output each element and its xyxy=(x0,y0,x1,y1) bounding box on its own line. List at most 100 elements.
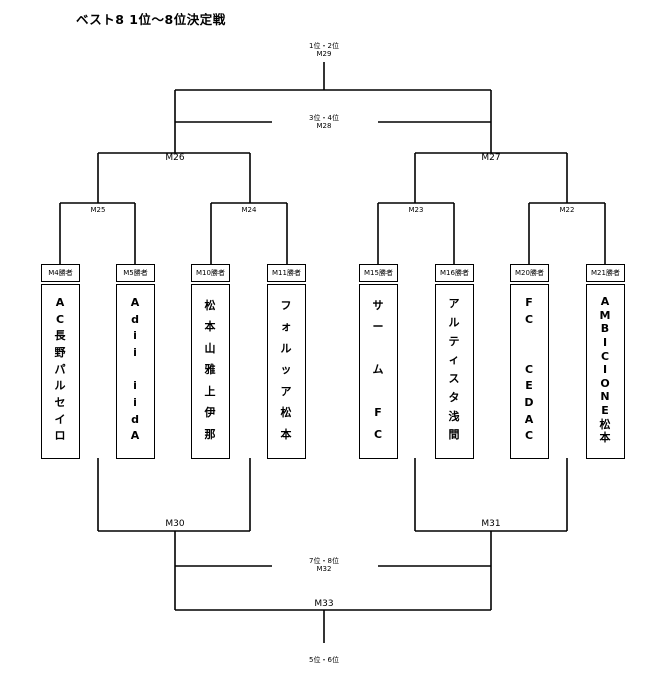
team-name-char: i xyxy=(133,345,137,359)
rank-label: 1位・2位 xyxy=(309,42,339,50)
team-name-char: 本 xyxy=(599,431,611,445)
team-name: アルティスタ浅間 xyxy=(436,295,472,445)
team-name-char: ッ xyxy=(280,363,292,377)
team-name-char: C xyxy=(524,362,534,376)
team-name-char: C xyxy=(524,312,534,326)
rank-label-5-6: 5位・6位 xyxy=(309,656,339,664)
team-name: 松本山雅上伊那 xyxy=(192,295,228,445)
team-name-char: ル xyxy=(448,315,460,329)
match-label-m33: M33 xyxy=(314,599,334,609)
match-label-m31: M31 xyxy=(481,519,501,529)
team-name-box: アルティスタ浅間 xyxy=(435,284,474,459)
team-name-char: C xyxy=(373,427,383,441)
match-label-m26: M26 xyxy=(165,153,185,163)
team-name-char: ー xyxy=(372,320,384,334)
team-name-char: ロ xyxy=(54,429,66,443)
team-name-char: I xyxy=(602,363,608,377)
team-name-char: 本 xyxy=(204,320,216,334)
rank-label: 3位・4位 xyxy=(309,114,339,122)
team-name-char: ス xyxy=(448,372,460,385)
team-name-char: ィ xyxy=(448,353,460,367)
team-name-char: 間 xyxy=(448,428,460,442)
team-header: M5勝者 xyxy=(116,264,155,282)
team-name-char: E xyxy=(525,379,533,393)
team-name-char: 上 xyxy=(204,384,216,398)
team-name-char: 松 xyxy=(280,406,292,420)
team-name-char: D xyxy=(524,395,534,409)
team-name-char: I xyxy=(602,335,608,349)
team-name-char: 伊 xyxy=(204,406,216,420)
team-header: M10勝者 xyxy=(191,264,230,282)
team-name-char: ォ xyxy=(280,320,292,334)
team-name-char: 浅 xyxy=(448,409,460,423)
match-label-m22: M22 xyxy=(559,206,575,214)
team-header: M11勝者 xyxy=(267,264,306,282)
match-id: M28 xyxy=(316,122,332,130)
match-label-m23: M23 xyxy=(408,206,424,214)
team-header: M20勝者 xyxy=(510,264,549,282)
team-name-char: F xyxy=(525,296,533,309)
match-label-m24: M24 xyxy=(241,206,257,214)
rank-label: 7位・8位 xyxy=(309,557,339,565)
team-name-char: d xyxy=(131,412,139,426)
match-label-m32: 7位・8位 M32 xyxy=(300,557,348,573)
team-name-char: B xyxy=(600,322,610,336)
team-name-char: i xyxy=(133,379,137,393)
team-name-char: パ xyxy=(54,362,66,376)
match-label-m30: M30 xyxy=(165,519,185,529)
team-name-char: テ xyxy=(448,334,460,348)
match-id: M29 xyxy=(316,50,332,58)
team-name-char: サ xyxy=(372,299,384,312)
team-name-char: 松 xyxy=(599,417,611,431)
team-name-char: C xyxy=(600,349,610,363)
team-name-char: E xyxy=(601,404,609,417)
team-header: M15勝者 xyxy=(359,264,398,282)
page-title: ベスト8 1位〜8位決定戦 xyxy=(76,12,226,27)
team-name-char: 那 xyxy=(204,427,216,441)
team-name: フォルッア松本 xyxy=(268,295,304,445)
team-name-char: フ xyxy=(280,299,292,312)
team-name-char: O xyxy=(600,376,610,390)
team-name-char: F xyxy=(374,406,382,420)
team-name-char xyxy=(527,345,531,362)
match-label-m27: M27 xyxy=(481,153,501,163)
team-name-char: M xyxy=(599,308,611,322)
team-name-char: d xyxy=(131,312,139,326)
match-label-m29: 1位・2位 M29 xyxy=(300,42,348,58)
team-name-char: N xyxy=(600,390,610,404)
team-name-char: イ xyxy=(54,412,66,426)
team-name-char: 山 xyxy=(204,341,216,355)
team-name-char: C xyxy=(524,429,534,443)
team-name-char: タ xyxy=(448,390,460,404)
team-name-char: A xyxy=(600,295,610,308)
team-name-char: A xyxy=(524,412,534,426)
team-name-char: 野 xyxy=(54,345,66,359)
match-id: M32 xyxy=(316,565,332,573)
team-name-char: 松 xyxy=(204,299,216,312)
match-label-m28: 3位・4位 M28 xyxy=(300,114,348,130)
team-name-char: A xyxy=(130,296,140,309)
team-name-char: C xyxy=(55,312,65,326)
team-name-char: i xyxy=(133,329,137,343)
team-name-box: 松本山雅上伊那 xyxy=(191,284,230,459)
team-name-char: ル xyxy=(54,379,66,393)
team-name-char: 本 xyxy=(280,427,292,441)
team-header: M21勝者 xyxy=(586,264,625,282)
team-name-char xyxy=(527,328,531,345)
team-name-char xyxy=(376,381,380,402)
team-name-char: A xyxy=(130,429,140,443)
match-label-m25: M25 xyxy=(90,206,106,214)
team-name-char: ア xyxy=(448,297,460,310)
team-name-char xyxy=(376,338,380,359)
